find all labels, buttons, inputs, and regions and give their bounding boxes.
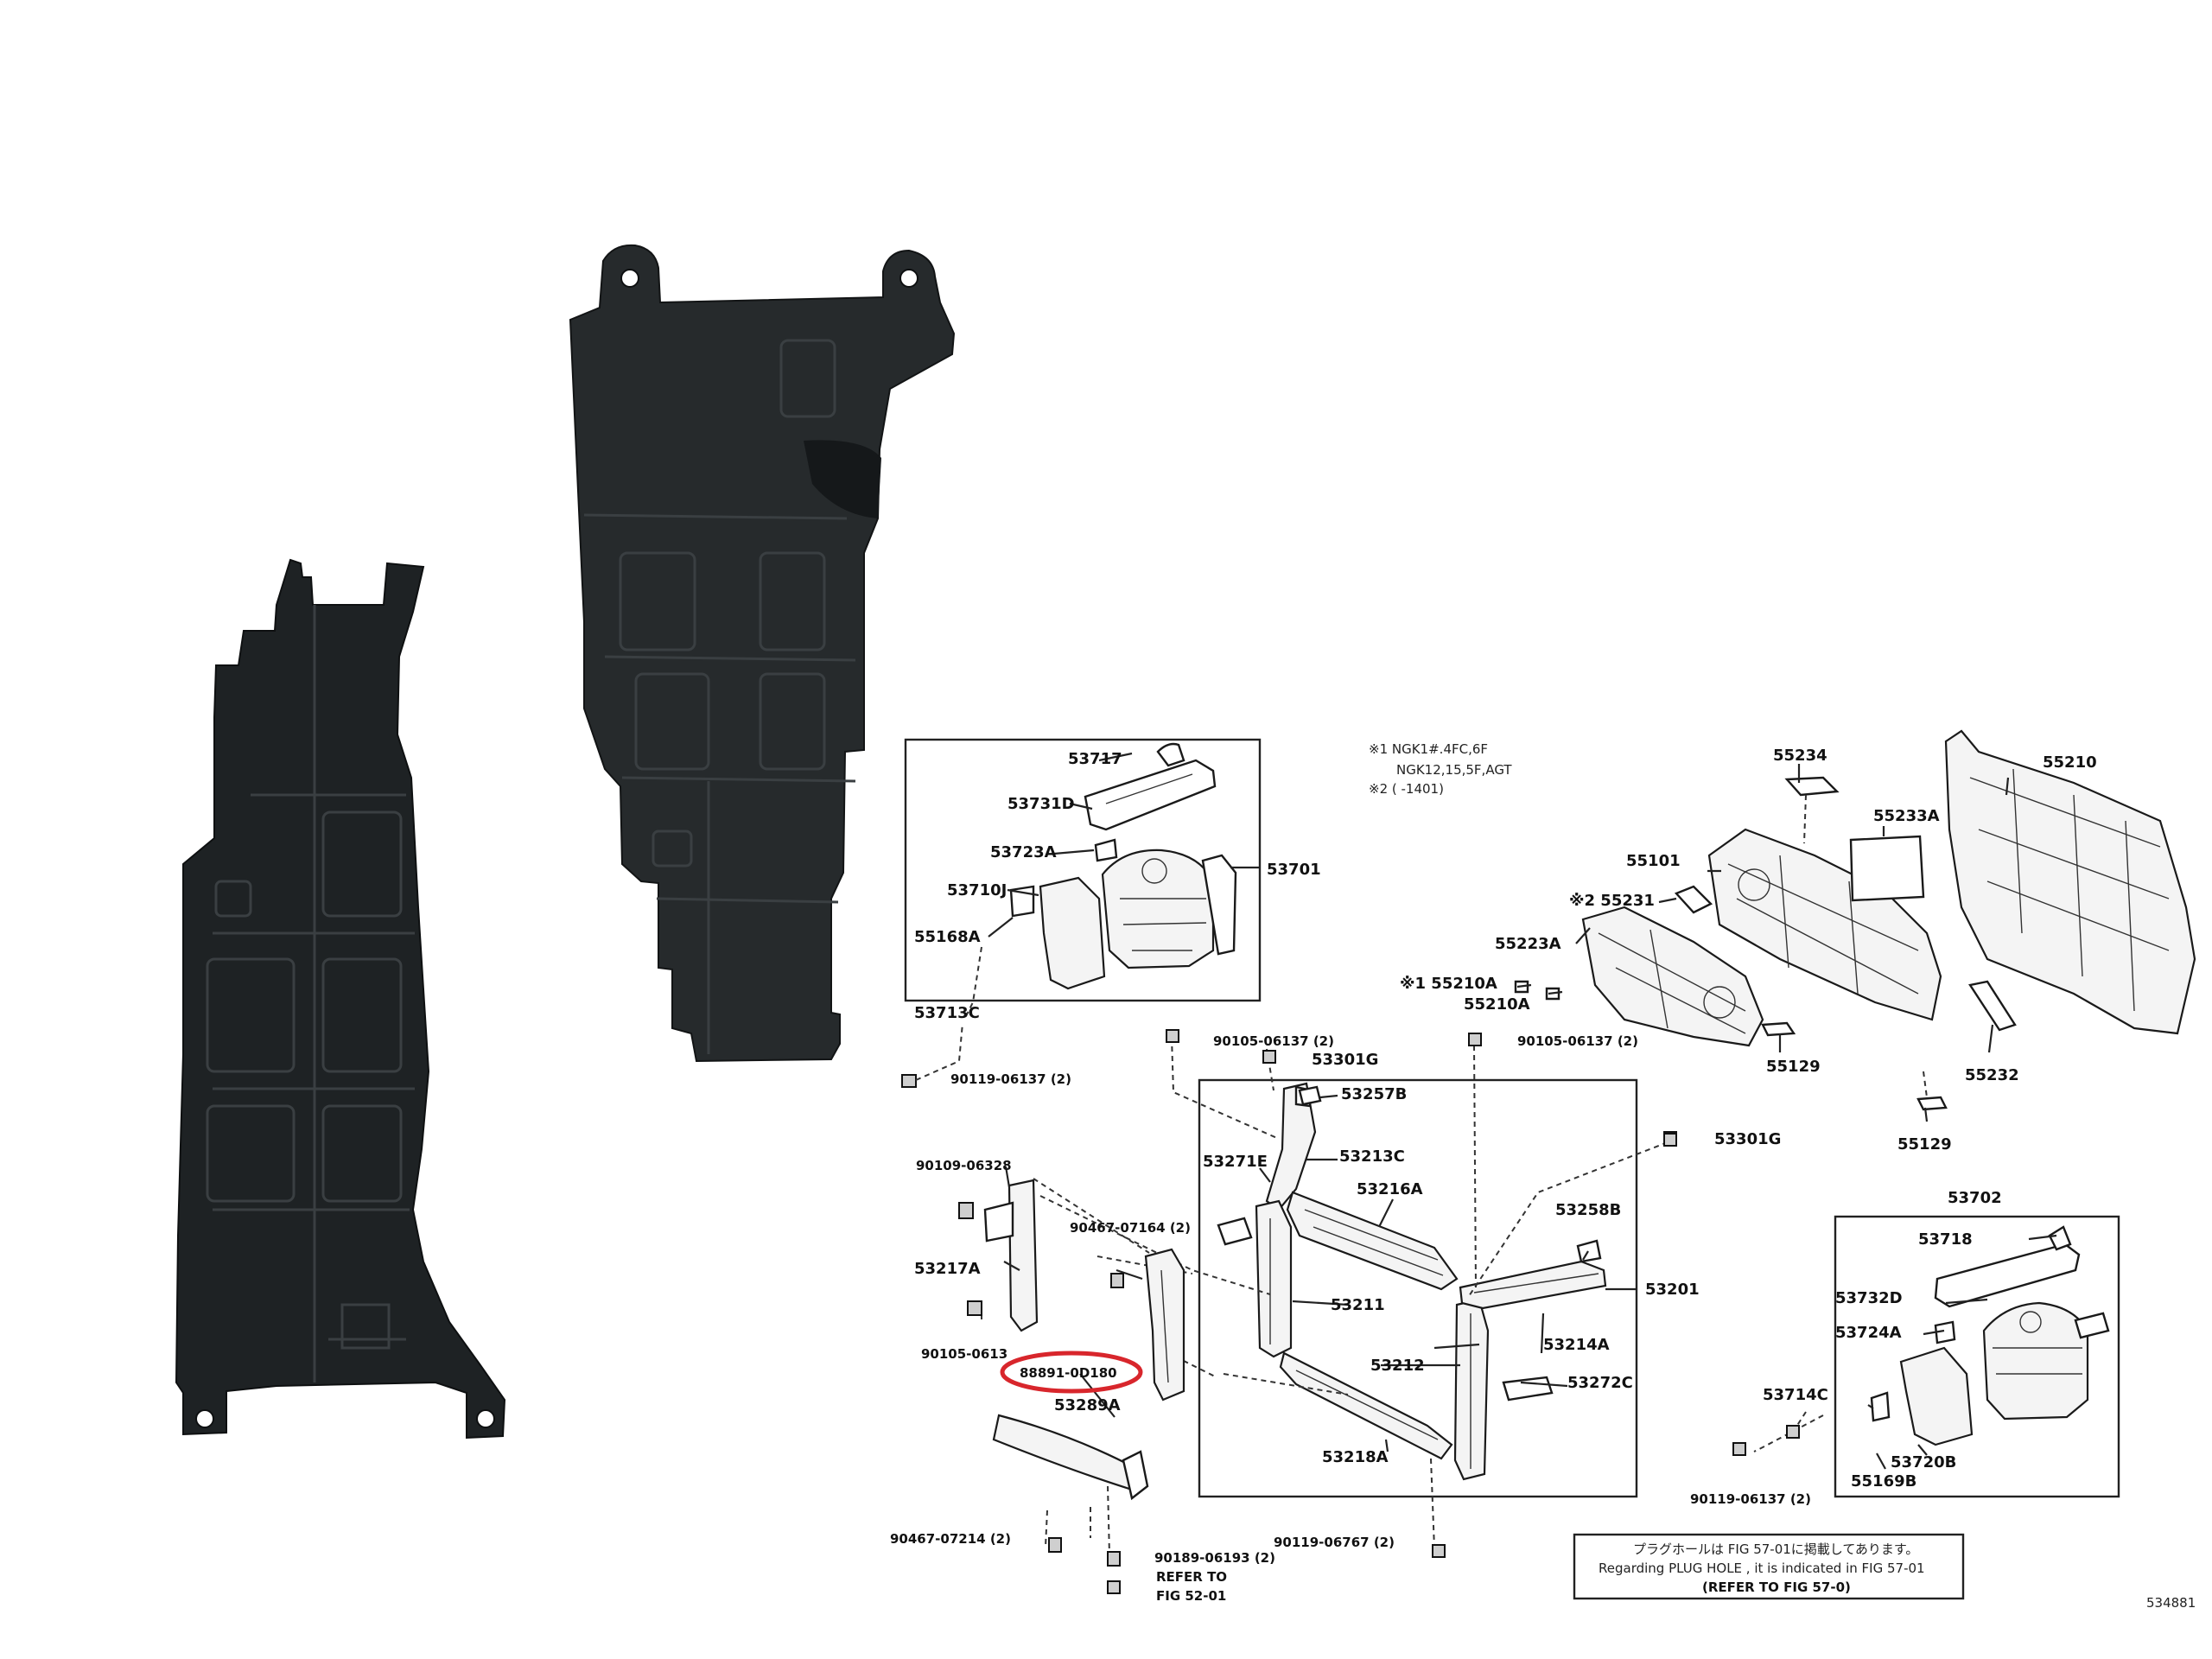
note-line-2: NGK12,15,5F,AGT [1396, 762, 1512, 778]
label-90467-07164: 90467-07164 (2) [1070, 1220, 1191, 1236]
label-55210A-2: 55210A [1464, 995, 1530, 1014]
label-53272C: 53272C [1567, 1374, 1633, 1392]
figure-code: 534881 [2146, 1595, 2196, 1611]
label-55210: 55210 [2043, 753, 2097, 772]
refer-note: REFER TO FIG 52-01 [1156, 1569, 1227, 1604]
label-53289A: 53289A [1054, 1396, 1121, 1414]
group-dash-panels [1514, 729, 2196, 1122]
label-55129-b: 55129 [1897, 1135, 1952, 1154]
group-53702-box [1753, 1215, 2120, 1498]
label-55129-a: 55129 [1766, 1058, 1821, 1076]
highlight-88891: 88891-0D180 [1000, 1351, 1143, 1394]
label-53710J: 53710J [947, 881, 1007, 899]
label-53258B: 53258B [1555, 1201, 1621, 1219]
plug-note-box [1573, 1533, 1965, 1600]
label-55234: 55234 [1773, 747, 1827, 765]
label-53201: 53201 [1645, 1281, 1700, 1299]
bolts-center [1166, 1029, 1677, 1558]
group-53201-box [1039, 1036, 1669, 1549]
label-53732D: 53732D [1835, 1289, 1903, 1307]
label-55210A-1: ※1 55210A [1400, 975, 1497, 993]
label-90467-07214: 90467-07214 (2) [890, 1531, 1011, 1547]
label-53218A: 53218A [1322, 1448, 1389, 1466]
refer-line-2: FIG 52-01 [1156, 1588, 1226, 1604]
note-line-1: ※1 NGK1#.4FC,6F [1369, 741, 1488, 757]
label-53702: 53702 [1948, 1189, 2002, 1207]
label-53212: 53212 [1370, 1357, 1425, 1375]
label-90105-0613: 90105-0613 [921, 1346, 1007, 1362]
part-photo-left [175, 558, 506, 1440]
label-90105-06137-a: 90105-06137 (2) [1213, 1033, 1334, 1049]
label-55233A: 55233A [1873, 807, 1940, 825]
group-left-brackets [981, 1166, 1185, 1556]
label-53301G-b: 53301G [1714, 1130, 1781, 1148]
bolts-right [1663, 1133, 1800, 1456]
label-55223A: 55223A [1495, 935, 1561, 953]
label-53720B: 53720B [1891, 1453, 1956, 1471]
label-53713C: 53713C [914, 1004, 980, 1022]
label-53271E: 53271E [1203, 1153, 1268, 1171]
variant-note: ※1 NGK1#.4FC,6F NGK12,15,5F,AGT ※2 ( -14… [1369, 741, 1512, 797]
label-53211: 53211 [1331, 1296, 1385, 1314]
plug-note-line-2: Regarding PLUG HOLE , it is indicated in… [1599, 1560, 1925, 1576]
plug-note-line-1: プラグホールは FIG 57-01に掲載してあります。 [1633, 1541, 1918, 1557]
plug-hole-note: プラグホールは FIG 57-01に掲載してあります。 Regarding PL… [1573, 1533, 1965, 1600]
label-55168A: 55168A [914, 928, 981, 946]
label-55101: 55101 [1626, 852, 1681, 870]
part-labels: 53717 53731D 53723A 53710J 55168A 53701 … [890, 747, 2097, 1566]
label-90119-06767: 90119-06767 (2) [1274, 1535, 1395, 1550]
part-photo-right [569, 244, 956, 1063]
label-53718: 53718 [1918, 1230, 1973, 1249]
label-53301G-a: 53301G [1312, 1051, 1378, 1069]
label-53717: 53717 [1068, 750, 1122, 768]
label-53701: 53701 [1267, 861, 1321, 879]
label-53217A: 53217A [914, 1260, 981, 1278]
label-90119-06137-bot: 90119-06137 (2) [1690, 1491, 1811, 1507]
label-90189-06193: 90189-06193 (2) [1154, 1550, 1275, 1566]
bolts-left [901, 1022, 1124, 1594]
label-90105-06137-b: 90105-06137 (2) [1517, 1033, 1638, 1049]
label-53731D: 53731D [1007, 795, 1075, 813]
group-53701-box [904, 738, 1262, 1020]
label-53257B: 53257B [1341, 1085, 1407, 1103]
label-53216A: 53216A [1357, 1180, 1423, 1198]
label-90109-06328: 90109-06328 [916, 1158, 1012, 1173]
label-55169B: 55169B [1851, 1472, 1916, 1491]
label-55232: 55232 [1965, 1066, 2019, 1084]
label-53213C: 53213C [1339, 1147, 1405, 1166]
label-53714C: 53714C [1763, 1386, 1828, 1404]
label-55231: ※2 55231 [1569, 892, 1655, 910]
refer-line-1: REFER TO [1156, 1569, 1227, 1585]
label-88891-0D180: 88891-0D180 [1020, 1365, 1117, 1381]
note-line-3: ※2 ( -1401) [1369, 781, 1444, 797]
red-highlight-ellipse [1000, 1351, 1143, 1394]
label-53723A: 53723A [990, 843, 1057, 861]
plug-note-line-3: (REFER TO FIG 57-0) [1702, 1580, 1851, 1595]
label-90119-06137-top: 90119-06137 (2) [950, 1071, 1071, 1087]
label-53214A: 53214A [1543, 1336, 1610, 1354]
label-53724A: 53724A [1835, 1324, 1902, 1342]
